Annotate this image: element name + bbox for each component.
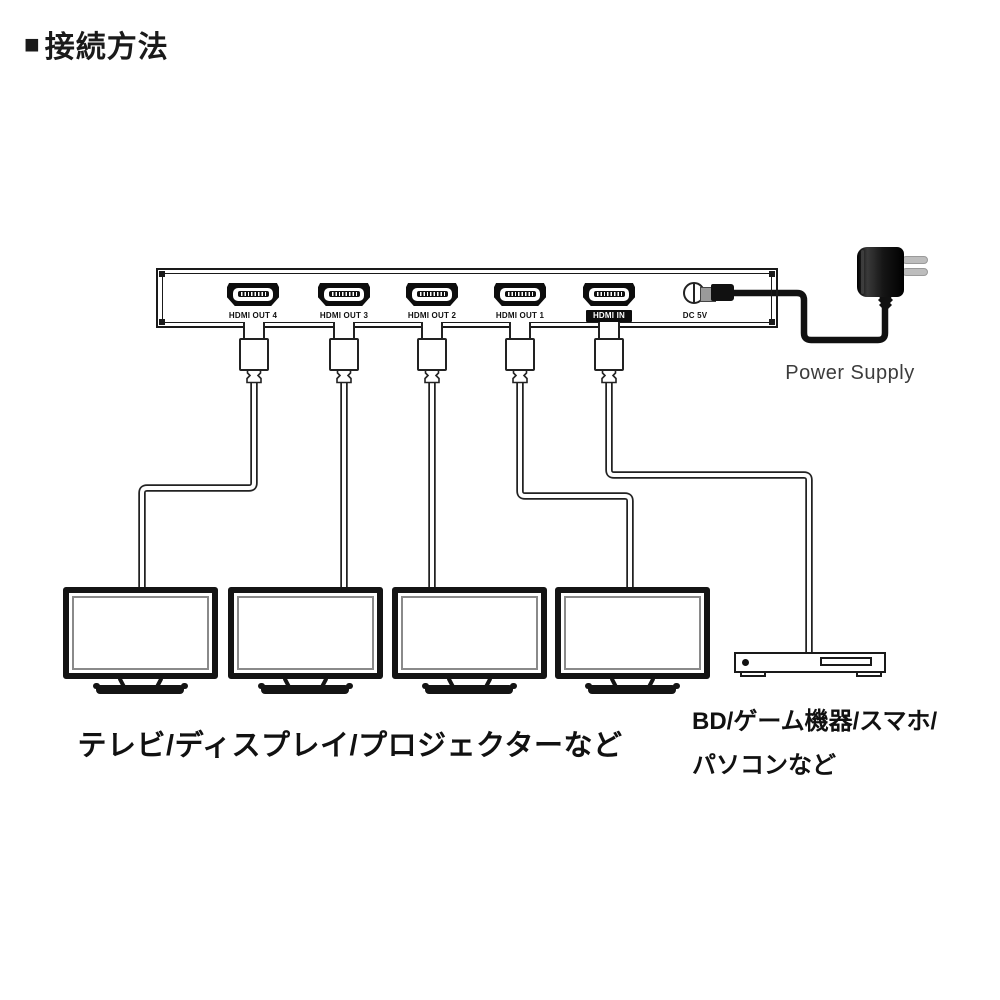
hdmi-pins-icon — [328, 290, 360, 297]
hdmi-in-label: HDMI IN — [586, 310, 632, 322]
hdmi-out-2-label: HDMI OUT 2 — [407, 311, 457, 320]
hdmi-pins-icon — [504, 290, 536, 297]
power-adapter — [857, 247, 904, 297]
tv-stand-tip — [585, 683, 592, 689]
tv-stand-tip — [510, 683, 517, 689]
source-caption-line2: パソコンなど — [692, 752, 836, 779]
hdmi-in-port — [583, 283, 635, 306]
power-supply-label: Power Supply — [785, 362, 915, 384]
tv-stand-tip — [422, 683, 429, 689]
hdmi-splitter-box — [156, 268, 778, 328]
tv-stand-tip — [346, 683, 353, 689]
hdmi-plug-neck — [509, 322, 531, 339]
hdmi-plug — [417, 338, 447, 371]
hdmi-pins-icon — [416, 290, 448, 297]
screw-icon — [159, 319, 165, 325]
dc-plug-body — [711, 284, 734, 301]
hdmi-plug — [239, 338, 269, 371]
splitter-inner-frame — [162, 273, 772, 323]
tv-stand-base — [425, 685, 513, 694]
tv-stand-tip — [673, 683, 680, 689]
hdmi-plug-neck — [598, 322, 620, 339]
disc-tray — [820, 657, 872, 666]
tv-stand-tip — [258, 683, 265, 689]
hdmi-out-2-port — [406, 283, 458, 306]
page-title-text: 接続方法 — [44, 31, 169, 64]
tv-display-1 — [63, 587, 218, 679]
tv-display-2 — [228, 587, 383, 679]
tv-screen — [401, 596, 538, 670]
hdmi-plug — [329, 338, 359, 371]
hdmi-plug — [505, 338, 535, 371]
player-foot — [856, 672, 882, 677]
tv-stand-base — [588, 685, 676, 694]
hdmi-plug — [594, 338, 624, 371]
hdmi-out-4-port — [227, 283, 279, 306]
adapter-prong-icon — [902, 256, 928, 264]
screw-icon — [769, 319, 775, 325]
hdmi-plug-neck — [421, 322, 443, 339]
player-foot — [740, 672, 766, 677]
adapter-prong-icon — [902, 268, 928, 276]
page-title: ■ 接続方法 — [24, 22, 169, 66]
tv-stand-base — [96, 685, 184, 694]
tv-stand-base — [261, 685, 349, 694]
power-cable — [729, 289, 889, 344]
bd-player — [734, 652, 886, 673]
hdmi-out-4-label: HDMI OUT 4 — [228, 311, 278, 320]
hdmi-pins-icon — [593, 290, 625, 297]
plug-strain-reliefs — [246, 369, 617, 384]
tv-display-4 — [555, 587, 710, 679]
adapter-strain-relief — [877, 294, 893, 309]
power-led-icon — [742, 659, 749, 666]
tv-stand-tip — [181, 683, 188, 689]
tv-screen — [72, 596, 209, 670]
tv-stand-tip — [93, 683, 100, 689]
hdmi-pins-icon — [237, 290, 269, 297]
source-caption-line1: BD/ゲーム機器/スマホ/ — [692, 708, 938, 735]
square-bullet-icon: ■ — [24, 29, 41, 59]
tv-screen — [237, 596, 374, 670]
tv-display-3 — [392, 587, 547, 679]
displays-caption: テレビ/ディスプレイ/プロジェクターなど — [77, 730, 623, 762]
dc-5v-label: DC 5V — [682, 311, 708, 320]
source-devices-caption: BD/ゲーム機器/スマホ/ パソコンなど — [692, 700, 972, 788]
hdmi-out-3-port — [318, 283, 370, 306]
hdmi-plug-neck — [243, 322, 265, 339]
hdmi-plug-neck — [333, 322, 355, 339]
hdmi-out-1-label: HDMI OUT 1 — [495, 311, 545, 320]
hdmi-out-1-port — [494, 283, 546, 306]
tv-screen — [564, 596, 701, 670]
hdmi-out-3-label: HDMI OUT 3 — [319, 311, 369, 320]
screw-icon — [769, 271, 775, 277]
cable-out1 — [516, 381, 634, 592]
screw-icon — [159, 271, 165, 277]
